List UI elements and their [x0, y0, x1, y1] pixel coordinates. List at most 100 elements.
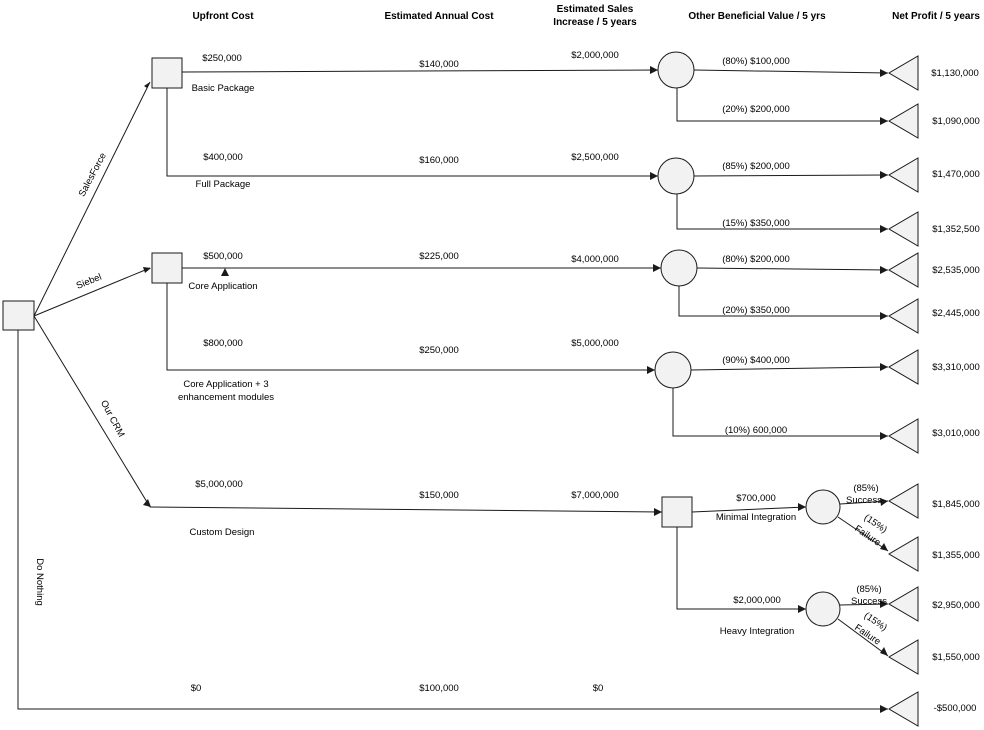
edge-heavy-failure [837, 618, 889, 657]
arrow-t6 [880, 312, 888, 320]
edge-heavy-integration [676, 527, 806, 610]
edge-custom-design [149, 506, 663, 513]
arrow-salesforce [144, 82, 150, 88]
arrow-core-plus [647, 366, 655, 374]
header-sales-line1: Estimated Sales [557, 4, 634, 15]
upfront-cost: $5,000,000 [195, 479, 243, 490]
terminal-node[interactable] [888, 157, 919, 193]
sales-increase: $7,000,000 [571, 490, 619, 501]
edge-coreplus-outcome-2 [672, 388, 888, 437]
terminal-node[interactable] [888, 252, 919, 288]
arrow-t2 [880, 117, 888, 125]
chance-node-minimal[interactable] [805, 489, 841, 525]
annual-cost: $140,000 [419, 59, 459, 70]
arrow-t7 [880, 363, 888, 371]
edge-basic-outcome-2 [676, 88, 888, 122]
terminal-node[interactable] [888, 349, 919, 385]
option-core-plus: $800,000 Core Application + 3 enhancemen… [178, 338, 980, 439]
terminal-node[interactable] [888, 298, 919, 334]
option-name: Basic Package [192, 83, 255, 94]
terminal-node[interactable] [888, 586, 919, 622]
edges [17, 69, 889, 710]
sales-increase: $2,000,000 [571, 50, 619, 61]
option-name-line2: enhancement modules [178, 392, 274, 403]
arrowheads [143, 66, 888, 713]
decision-node-salesforce[interactable] [151, 57, 183, 89]
option-name-line1: Core Application + 3 [183, 379, 268, 390]
net-profit: $3,310,000 [932, 362, 980, 373]
chance-node-heavy[interactable] [805, 591, 841, 627]
net-profit: $1,550,000 [932, 652, 980, 663]
chance-node-basic[interactable] [657, 51, 695, 89]
annual-cost: $225,000 [419, 251, 459, 262]
edge-full-outcome-1 [693, 174, 889, 177]
branch-label-our-crm: Our CRM [98, 399, 127, 440]
option-name: Full Package [196, 179, 251, 190]
annual-cost: $160,000 [419, 155, 459, 166]
outcome-label: (20%) $200,000 [722, 104, 790, 115]
option-full: $400,000 Full Package $160,000 $2,500,00… [196, 152, 980, 235]
success-label: Success [851, 596, 887, 607]
outcome-label: (85%) $200,000 [722, 161, 790, 172]
annual-cost: $150,000 [419, 490, 459, 501]
edge-basic-package [181, 69, 659, 73]
header-sales-line2: Increase / 5 years [553, 17, 637, 28]
upfront-cost: $800,000 [203, 338, 243, 349]
terminal-node[interactable] [888, 483, 919, 519]
edge-do-nothing [17, 330, 888, 710]
arrow-minimal [798, 503, 806, 511]
terminal-node[interactable] [888, 691, 919, 727]
header-net-profit: Net Profit / 5 years [892, 11, 980, 22]
terminal-node[interactable] [888, 211, 919, 247]
header-upfront-cost: Upfront Cost [192, 11, 254, 22]
decision-node-siebel[interactable] [151, 252, 183, 284]
arrow-t9 [880, 498, 888, 506]
upfront-cost: $0 [191, 683, 202, 694]
branch-label-do-nothing: Do Nothing [34, 558, 45, 606]
outcome-label: (20%) $350,000 [722, 305, 790, 316]
terminal-node[interactable] [888, 536, 919, 572]
terminal-nodes [888, 55, 919, 727]
arrow-t13 [880, 705, 888, 713]
net-profit: $2,445,000 [932, 308, 980, 319]
edge-salesforce [33, 81, 151, 317]
sales-increase: $0 [593, 683, 604, 694]
decision-node-integration[interactable] [661, 496, 693, 528]
terminal-node[interactable] [888, 639, 919, 675]
option-name: Custom Design [190, 527, 255, 538]
integration-name: Heavy Integration [720, 626, 794, 637]
outcome-label: (15%) $350,000 [722, 218, 790, 229]
net-profit: $1,352,500 [932, 224, 980, 235]
edge-siebel [33, 267, 151, 317]
success-label: Success [846, 495, 882, 506]
edge-core-outcome-1 [696, 267, 889, 271]
net-profit: $1,845,000 [932, 499, 980, 510]
terminal-node[interactable] [888, 418, 919, 454]
edge-minimal-success [839, 500, 889, 505]
net-profit: -$500,000 [934, 703, 977, 714]
arrow-marker-core [221, 268, 229, 276]
sales-increase: $2,500,000 [571, 152, 619, 163]
terminal-node[interactable] [888, 55, 919, 91]
upfront-cost: $250,000 [202, 53, 242, 64]
success-pct: (85%) [853, 483, 878, 494]
annual-cost: $100,000 [419, 683, 459, 694]
edge-our-crm [33, 315, 151, 508]
chance-node-core-plus[interactable] [654, 351, 692, 389]
integration-value: $700,000 [736, 493, 776, 504]
option-name: Core Application [188, 281, 257, 292]
terminal-node[interactable] [888, 103, 919, 139]
edge-minimal-integration [691, 506, 807, 513]
chance-node-full[interactable] [657, 157, 695, 195]
edge-coreplus-outcome-1 [690, 366, 889, 371]
option-custom: $5,000,000 Custom Design $150,000 $7,000… [190, 479, 980, 663]
arrow-t4 [880, 225, 888, 233]
arrow-siebel [143, 267, 151, 273]
header-annual-cost: Estimated Annual Cost [384, 11, 494, 22]
chance-node-core[interactable] [660, 249, 698, 287]
edge-full-outcome-2 [676, 194, 888, 230]
outcome-label: (90%) $400,000 [722, 355, 790, 366]
net-profit: $1,130,000 [931, 68, 979, 79]
decision-node-root[interactable] [2, 300, 35, 331]
arrow-t5 [880, 266, 888, 274]
